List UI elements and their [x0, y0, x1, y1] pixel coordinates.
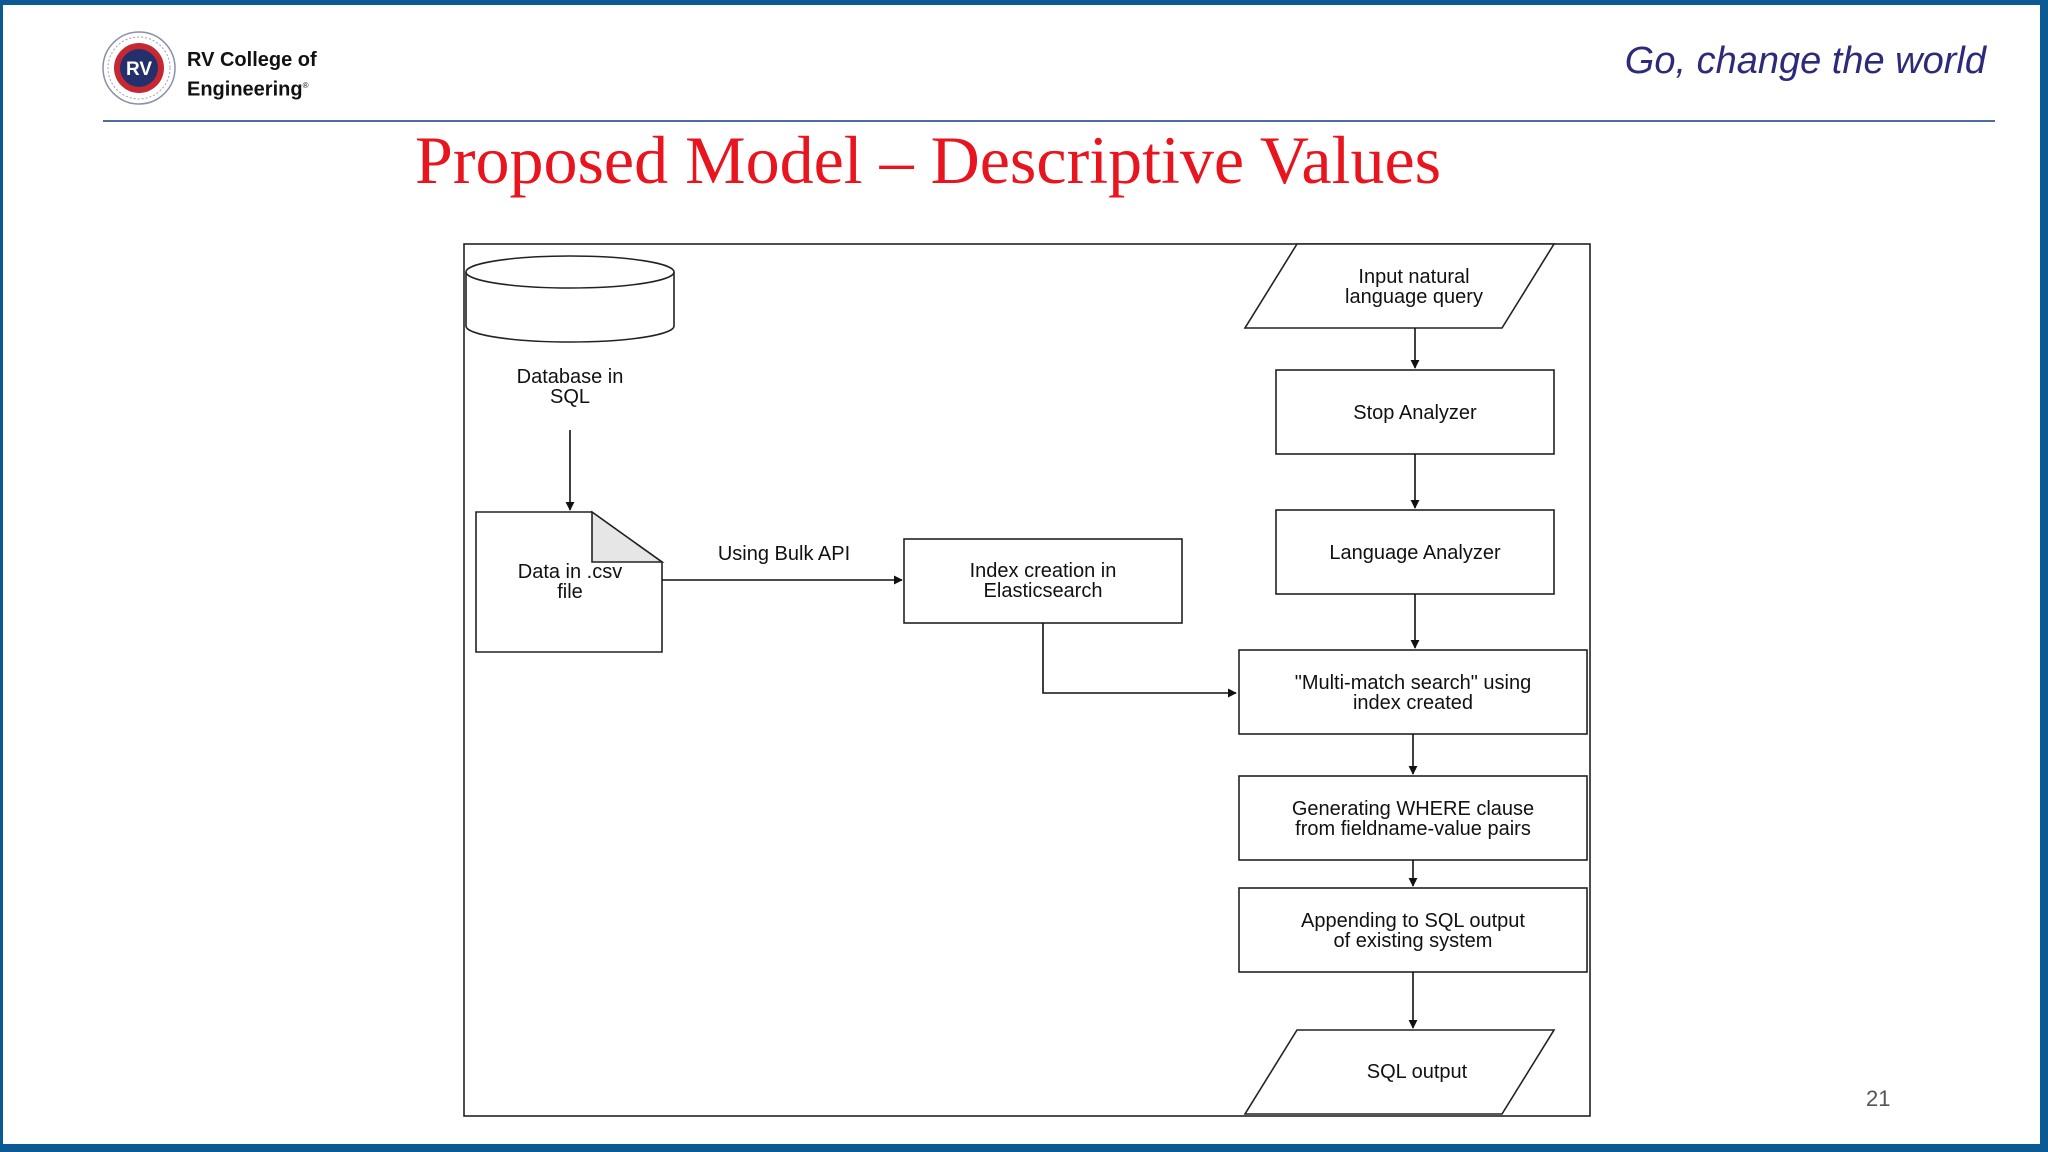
- slide-frame-right: [2040, 0, 2048, 1152]
- csv-label-line2: file: [557, 581, 583, 603]
- college-name: RV College of Engineering®: [187, 48, 407, 103]
- slide-frame-top: [0, 0, 2048, 5]
- flowchart-diagram: Database in SQL Data in .csv file Using …: [463, 243, 1591, 1117]
- input-label-line1: Input natural: [1358, 266, 1469, 288]
- logo-monogram: RV: [126, 59, 152, 80]
- stop-analyzer-node: Stop Analyzer: [1275, 369, 1555, 455]
- multi-match-label-line1: "Multi-match search" using: [1295, 672, 1532, 694]
- csv-label-line1: Data in .csv: [518, 561, 622, 583]
- tagline: Go, change the world: [1624, 40, 1986, 82]
- append-sql-node: Appending to SQL output of existing syst…: [1238, 887, 1588, 973]
- index-creation-node: Index creation in Elasticsearch: [903, 538, 1183, 624]
- multi-match-search-node: "Multi-match search" using index created: [1238, 649, 1588, 735]
- input-query-node: Input natural language query: [1243, 243, 1556, 329]
- language-analyzer-label: Language Analyzer: [1329, 542, 1501, 564]
- input-label-line2: language query: [1345, 286, 1483, 308]
- college-name-line2-text: Engineering: [187, 78, 303, 101]
- slide-frame-left: [0, 0, 3, 1152]
- slide-frame-bottom: [0, 1144, 2048, 1152]
- database-label-line1: Database in: [517, 366, 624, 388]
- csv-file-node: Data in .csv file: [475, 510, 665, 653]
- trademark-mark: ®: [302, 81, 309, 90]
- stop-analyzer-label: Stop Analyzer: [1353, 402, 1477, 424]
- header-divider: [103, 120, 1995, 122]
- where-label-line1: Generating WHERE clause: [1292, 798, 1534, 820]
- language-analyzer-node: Language Analyzer: [1275, 509, 1555, 595]
- database-label-line2: SQL: [550, 386, 590, 408]
- bulk-api-label: Using Bulk API: [718, 543, 850, 565]
- arrow-index-to-multimatch: [1042, 623, 1237, 698]
- database-sql-node: Database in SQL: [465, 255, 675, 408]
- sql-output-node: SQL output: [1243, 1029, 1556, 1115]
- where-label-line2: from fieldname-value pairs: [1295, 818, 1531, 840]
- slide-title: Proposed Model – Descriptive Values: [415, 122, 1442, 198]
- sql-output-label: SQL output: [1367, 1061, 1468, 1083]
- page-number: 21: [1866, 1086, 1891, 1111]
- college-logo-seal-icon: RV: [102, 31, 176, 105]
- index-label-line2: Elasticsearch: [984, 580, 1103, 602]
- append-label-line2: of existing system: [1334, 930, 1493, 952]
- college-name-line1: RV College of: [187, 49, 317, 71]
- append-label-line1: Appending to SQL output: [1301, 910, 1525, 932]
- college-name-line2: Engineering®: [187, 73, 407, 103]
- multi-match-label-line2: index created: [1353, 692, 1473, 714]
- index-label-line1: Index creation in: [970, 560, 1117, 582]
- where-clause-node: Generating WHERE clause from fieldname-v…: [1238, 775, 1588, 861]
